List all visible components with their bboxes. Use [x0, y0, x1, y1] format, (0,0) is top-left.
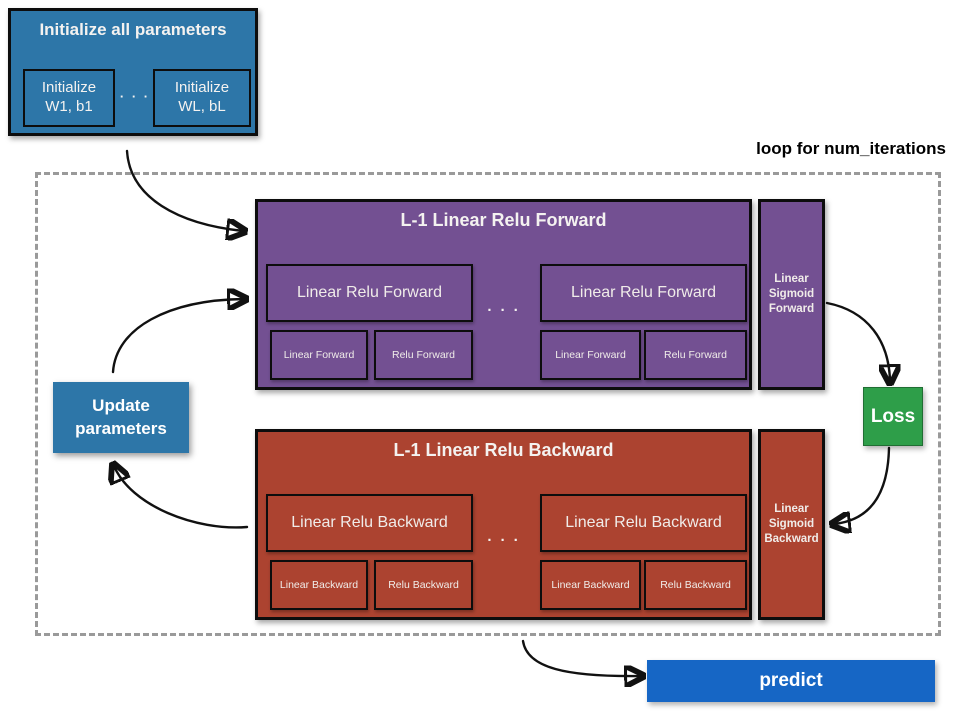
predict-box: predict: [647, 660, 935, 702]
backward-stage-title: L-1 Linear Relu Backward: [393, 440, 614, 460]
loop-dashed-region: [35, 172, 941, 636]
relu-backward-sub-1: Relu Backward: [374, 560, 473, 610]
initialize-wl-bl-box: Initialize WL, bL: [153, 69, 251, 127]
backward-ellipsis: · · ·: [487, 532, 521, 549]
linear-relu-backward-stage: L-1 Linear Relu Backward Linear Relu Bac…: [255, 429, 752, 620]
linear-backward-sub-1: Linear Backward: [270, 560, 368, 610]
loss-box: Loss: [863, 387, 923, 446]
relu-forward-sub-1: Relu Forward: [374, 330, 473, 380]
forward-stage-title: L-1 Linear Relu Forward: [400, 210, 607, 230]
linear-relu-backward-block-2: Linear Relu Backward: [540, 494, 747, 552]
initialize-ellipsis: · · ·: [119, 89, 151, 104]
relu-forward-sub-2: Relu Forward: [644, 330, 747, 380]
loop-iterations-label: loop for num_iterations: [756, 139, 946, 158]
linear-relu-forward-block-1: Linear Relu Forward: [266, 264, 473, 322]
arrow-loop-to-predict: [521, 639, 641, 676]
linear-sigmoid-forward-box: Linear Sigmoid Forward: [758, 199, 825, 390]
linear-relu-forward-stage: L-1 Linear Relu Forward Linear Relu Forw…: [255, 199, 752, 390]
initialize-w1-b1-box: Initialize W1, b1: [23, 69, 115, 127]
initialize-parameters-title: Initialize all parameters: [39, 20, 227, 39]
relu-backward-sub-2: Relu Backward: [644, 560, 747, 610]
linear-relu-forward-block-2: Linear Relu Forward: [540, 264, 747, 322]
forward-ellipsis: · · ·: [487, 302, 521, 319]
linear-relu-backward-block-1: Linear Relu Backward: [266, 494, 473, 552]
initialize-parameters-box: Initialize all parameters Initialize W1,…: [8, 8, 258, 136]
update-parameters-box: Update parameters: [53, 382, 189, 453]
linear-forward-sub-1: Linear Forward: [270, 330, 368, 380]
linear-forward-sub-2: Linear Forward: [540, 330, 641, 380]
linear-backward-sub-2: Linear Backward: [540, 560, 641, 610]
linear-sigmoid-backward-box: Linear Sigmoid Backward: [758, 429, 825, 620]
